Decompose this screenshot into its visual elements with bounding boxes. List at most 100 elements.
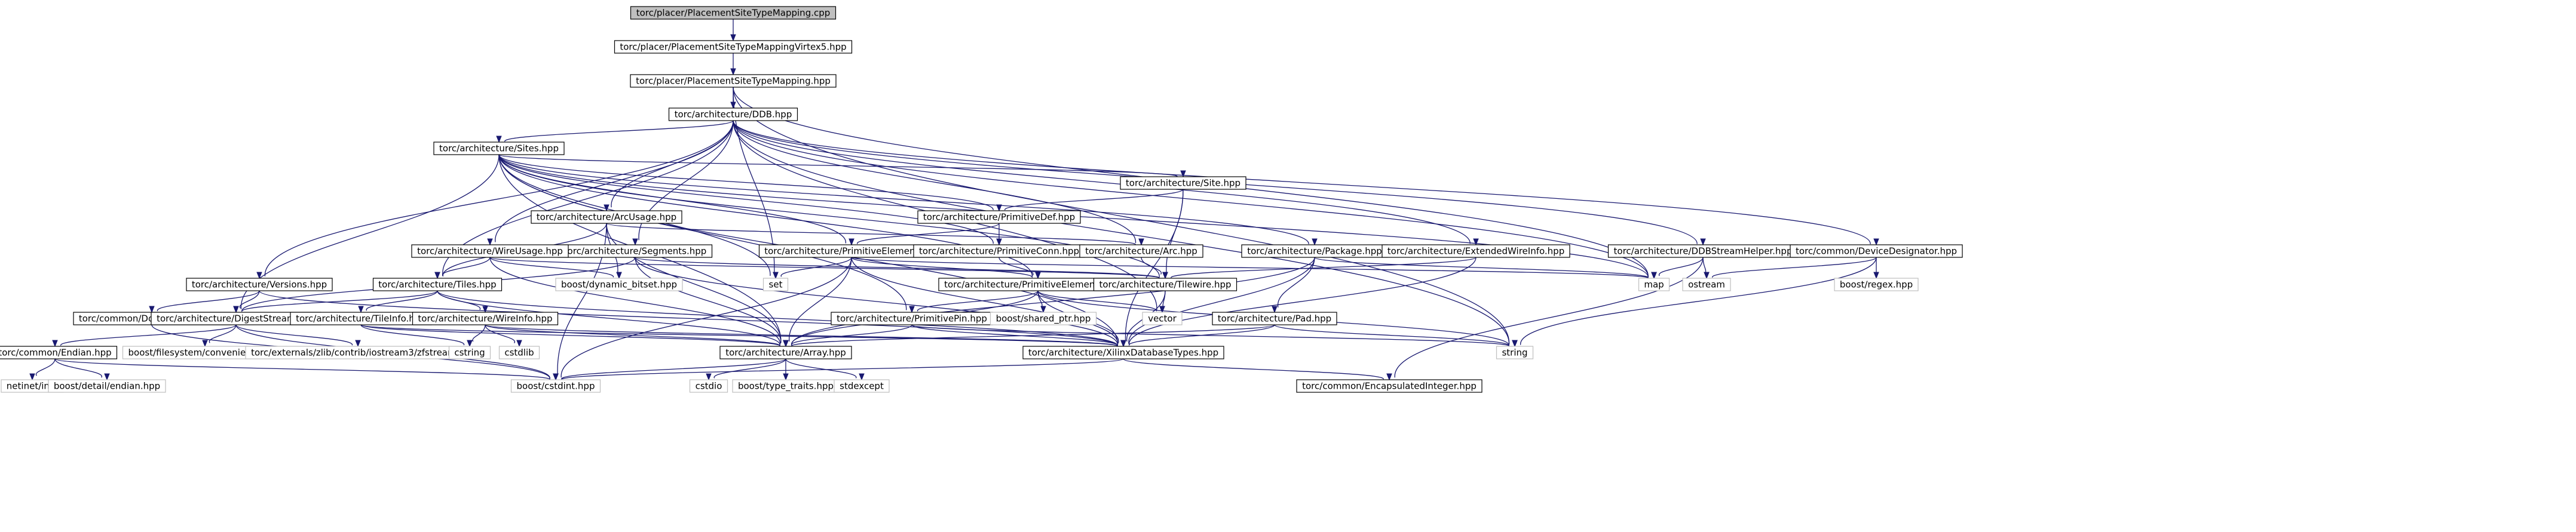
arrowhead: [104, 373, 110, 381]
graph-node-psm[interactable]: torc/placer/PlacementSiteTypeMapping.hpp: [630, 74, 837, 88]
edge-tiles-to-tileinfo: [366, 290, 438, 311]
edge-sites-to-primdef: [498, 154, 994, 211]
node-box: [1142, 312, 1183, 325]
graph-node-primdef[interactable]: torc/architecture/PrimitiveDef.hpp: [917, 210, 1081, 224]
graph-node-vector[interactable]: vector: [1142, 312, 1183, 325]
arrowhead: [358, 306, 364, 313]
graph-node-versions[interactable]: torc/architecture/Versions.hpp: [186, 278, 333, 291]
edge-endian-to-bendian: [54, 358, 102, 378]
graph-node-map[interactable]: map: [1638, 278, 1670, 291]
node-label: torc/architecture/ArcUsage.hpp: [537, 212, 676, 223]
node-label: torc/architecture/DigestStream.hpp: [157, 313, 316, 324]
graph-node-array[interactable]: torc/architecture/Array.hpp: [719, 346, 852, 359]
graph-node-cstdlib[interactable]: cstdlib: [498, 346, 540, 359]
graph-node-encint[interactable]: torc/common/EncapsulatedInteger.hpp: [1296, 379, 1482, 393]
graph-node-tilewire[interactable]: torc/architecture/Tilewire.hpp: [1093, 278, 1238, 291]
graph-node-tiles[interactable]: torc/architecture/Tiles.hpp: [372, 278, 503, 291]
arrowhead: [1873, 238, 1879, 246]
node-label: torc/architecture/PrimitiveElement.hpp: [764, 246, 938, 257]
node-box: [917, 210, 1081, 224]
node-box: [448, 346, 491, 359]
edge-wireinfo-to-cstdlib: [485, 324, 515, 344]
edge-wireinfo-to-cstring: [472, 324, 486, 342]
arrowhead: [783, 373, 789, 381]
arrowhead: [1312, 238, 1318, 246]
arrowhead: [730, 34, 736, 42]
edge-digest-to-fsconv: [209, 324, 237, 343]
node-box: [0, 346, 118, 359]
node-box: [1022, 346, 1224, 359]
graph-node-cpp[interactable]: torc/placer/PlacementSiteTypeMapping.cpp: [630, 6, 837, 20]
graph-node-wireinfo[interactable]: torc/architecture/WireInfo.hpp: [412, 312, 559, 325]
graph-node-arcusage[interactable]: torc/architecture/ArcUsage.hpp: [531, 210, 682, 224]
arrowhead: [487, 238, 493, 246]
arrowhead: [783, 340, 789, 348]
node-label: torc/architecture/Array.hpp: [725, 348, 846, 358]
node-label: torc/placer/PlacementSiteTypeMapping.hpp: [636, 76, 831, 87]
graph-node-primelempin[interactable]: torc/architecture/PrimitiveElementPin.hp…: [938, 278, 1138, 291]
edge-package-to-pad: [1278, 257, 1315, 308]
graph-node-wireusage[interactable]: torc/architecture/WireUsage.hpp: [411, 244, 569, 258]
graph-node-ostream[interactable]: ostream: [1682, 278, 1731, 291]
graph-node-primconn[interactable]: torc/architecture/PrimitiveConn.hpp: [913, 244, 1085, 258]
graph-node-string[interactable]: string: [1496, 346, 1534, 359]
node-box: [1638, 278, 1670, 291]
node-label: torc/architecture/PrimitivePin.hpp: [837, 313, 987, 324]
arrowhead: [553, 373, 559, 381]
graph-node-ddbstream[interactable]: torc/architecture/DDBStreamHelper.hpp: [1607, 244, 1799, 258]
graph-node-virtex5[interactable]: torc/placer/PlacementSiteTypeMappingVirt…: [614, 40, 853, 54]
arrowhead: [1700, 238, 1706, 246]
edge-arcusage-to-array: [606, 223, 782, 343]
edge-ddb-to-devdes: [733, 120, 1871, 244]
edge-xdbtypes-to-encint: [1123, 358, 1384, 380]
graph-node-tileinfo[interactable]: torc/architecture/TileInfo.hpp: [290, 312, 432, 325]
graph-node-package[interactable]: torc/architecture/Package.hpp: [1241, 244, 1388, 258]
arrowhead: [909, 306, 915, 313]
graph-node-pad[interactable]: torc/architecture/Pad.hpp: [1212, 312, 1337, 325]
node-label: boost/dynamic_bitset.hpp: [561, 279, 677, 291]
graph-node-xdbtypes[interactable]: torc/architecture/XilinxDatabaseTypes.hp…: [1022, 346, 1224, 359]
graph-node-digest[interactable]: torc/architecture/DigestStream.hpp: [151, 312, 321, 325]
arrowhead: [1180, 170, 1186, 178]
graph-node-cstring[interactable]: cstring: [448, 346, 491, 359]
node-box: [1834, 278, 1919, 291]
graph-node-zfstream[interactable]: torc/externals/zlib/contrib/iostream3/zf…: [245, 346, 471, 359]
arrowhead: [604, 204, 609, 212]
arrowhead: [1159, 306, 1165, 313]
graph-node-set[interactable]: set: [762, 278, 789, 291]
node-label: torc/architecture/Segments.hpp: [564, 246, 707, 257]
graph-node-typetraits[interactable]: boost/type_traits.hpp: [732, 379, 840, 393]
edge-primelem-to-array: [789, 257, 852, 342]
edge-segments-to-xdbtypes: [635, 257, 1118, 346]
graph-node-regex[interactable]: boost/regex.hpp: [1834, 278, 1919, 291]
arrowhead: [632, 238, 638, 246]
arrowhead: [616, 272, 622, 279]
graph-node-sharedptr[interactable]: boost/shared_ptr.hpp: [990, 312, 1097, 325]
graph-node-ddb[interactable]: torc/architecture/DDB.hpp: [668, 107, 798, 121]
graph-node-dynbitset[interactable]: boost/dynamic_bitset.hpp: [555, 278, 683, 291]
graph-node-stdexcept[interactable]: stdexcept: [834, 379, 890, 393]
node-label: boost/cstdint.hpp: [517, 381, 595, 392]
edge-wireinfo-to-xdbtypes: [485, 324, 1118, 347]
graph-node-primpin[interactable]: torc/architecture/PrimitivePin.hpp: [831, 312, 993, 325]
graph-node-cstdio[interactable]: cstdio: [689, 379, 728, 393]
arrowhead: [202, 340, 208, 348]
arrowhead: [996, 204, 1002, 212]
graph-node-devdes[interactable]: torc/common/DeviceDesignator.hpp: [1790, 244, 1963, 258]
graph-node-sites[interactable]: torc/architecture/Sites.hpp: [433, 142, 565, 155]
graph-node-cstdint[interactable]: boost/cstdint.hpp: [510, 379, 601, 393]
graph-node-netinet[interactable]: netinet/in.h: [1, 379, 64, 393]
graph-node-segments[interactable]: torc/architecture/Segments.hpp: [558, 244, 713, 258]
edge-primelem-to-map: [851, 257, 1649, 279]
graph-node-arc[interactable]: torc/architecture/Arc.hpp: [1079, 244, 1203, 258]
graph-node-site[interactable]: torc/architecture/Site.hpp: [1120, 176, 1246, 190]
node-box: [762, 278, 789, 291]
graph-node-bendian[interactable]: boost/detail/endian.hpp: [48, 379, 166, 393]
node-label: set: [769, 279, 783, 290]
edge-tileinfo-to-xdbtypes: [360, 324, 1118, 347]
node-label: cstdio: [696, 381, 722, 392]
graph-node-extwire[interactable]: torc/architecture/ExtendedWireInfo.hpp: [1382, 244, 1570, 258]
edge-sites-to-site: [498, 154, 1178, 177]
graph-node-endian[interactable]: torc/common/Endian.hpp: [0, 346, 118, 359]
edge-primpin-to-string: [911, 324, 1509, 347]
